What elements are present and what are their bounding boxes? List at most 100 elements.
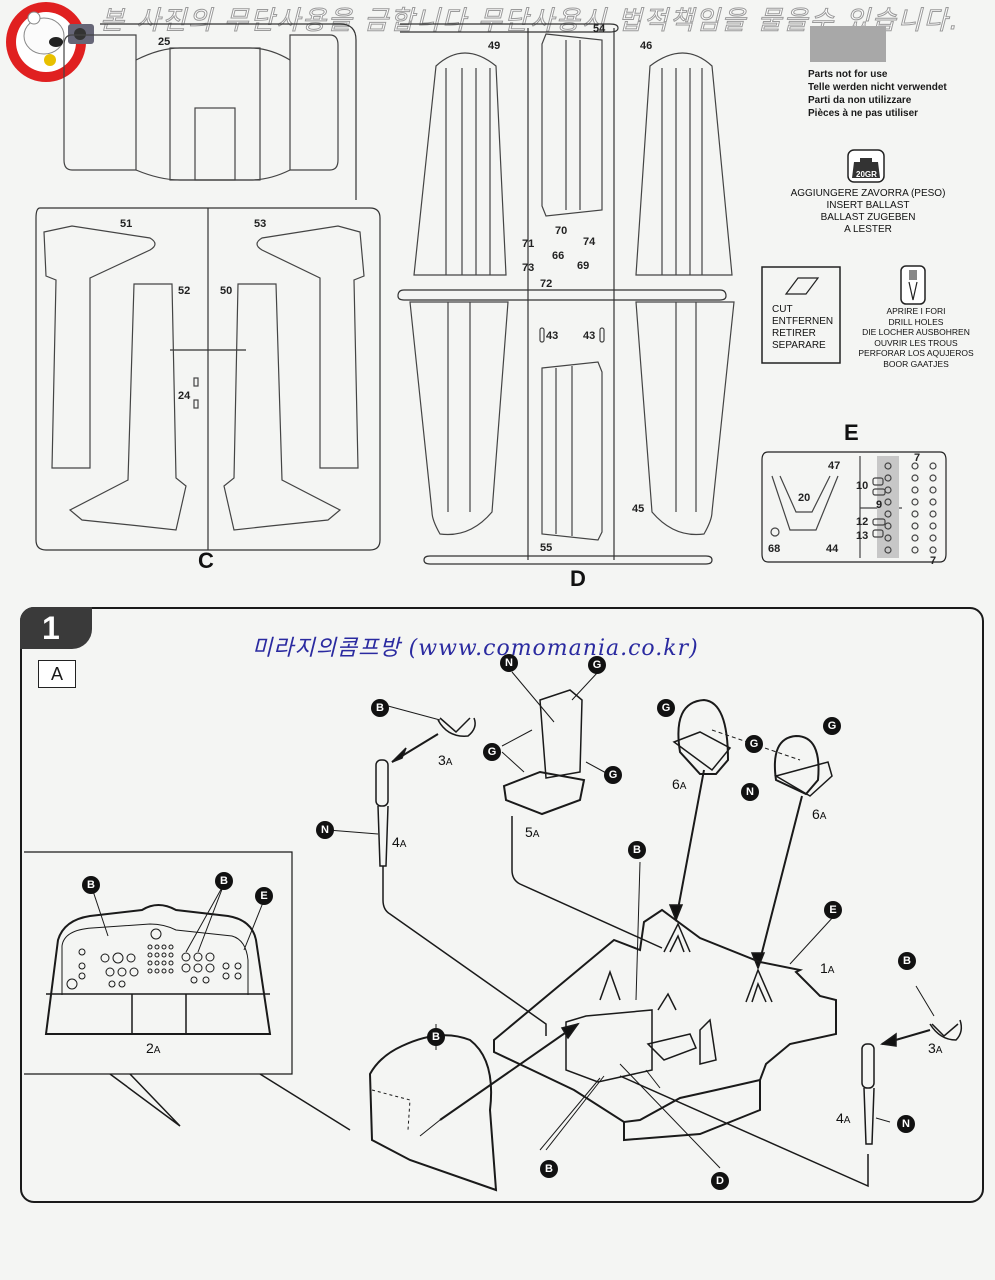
part-label-70: 70 [555, 225, 568, 237]
part-label-10: 10 [856, 480, 869, 492]
legend-line: BOOR GAATJES [883, 358, 949, 369]
part-55-bay-panel [541, 361, 603, 541]
color-callout-g: G [604, 766, 622, 784]
part-label-52: 52 [178, 285, 191, 297]
color-callout-b: B [371, 699, 389, 717]
part-label-50: 50 [220, 285, 233, 297]
cut-legend: CUT ENTFERNEN RETIRER SEPARARE [772, 304, 833, 352]
part-6a-seat-right [774, 734, 833, 797]
part-label-6a-left: 6A [672, 776, 687, 792]
drill-legend: APRIRE I FORI DRILL HOLES DIE LOCHER AUS… [848, 306, 984, 369]
part-label-4a-left: 4A [392, 834, 407, 850]
part-label-12: 12 [856, 516, 869, 528]
legend-line: OUVRIR LES TROUS [874, 337, 958, 348]
part-label-7-bottom: 7 [930, 555, 937, 567]
bear-mascot-icon [6, 2, 94, 82]
part-2a-installed-panel [368, 1034, 498, 1192]
color-callout-n: N [500, 654, 518, 672]
part-label-74: 74 [583, 236, 596, 248]
part-label-47: 47 [828, 460, 841, 472]
legend-line: BALLAST ZUGEBEN [820, 212, 916, 223]
color-callout-b: B [628, 841, 646, 859]
color-callout-e: E [824, 901, 842, 919]
part-3a-rudder-pedal-left [437, 717, 476, 737]
color-callout-g: G [745, 735, 763, 753]
part-label-49: 49 [488, 40, 501, 52]
legend-line: Parts not for use [808, 69, 888, 80]
part-label-4a-right: 4A [836, 1110, 851, 1126]
legend-line: APRIRE I FORI [886, 306, 946, 316]
part-20-canopy-frame [771, 475, 839, 531]
legend-line: DIE LOCHER AUSBOHREN [862, 327, 970, 337]
ballast-legend: AGGIUNGERE ZAVORRA (PESO) INSERT BALLAST… [786, 188, 950, 236]
part-label-46: 46 [640, 40, 653, 52]
part-label-45: 45 [632, 503, 645, 515]
part-50-elevator [223, 283, 342, 531]
color-callout-g: G [588, 656, 606, 674]
part-label-25: 25 [158, 36, 171, 48]
color-callout-e: E [255, 887, 273, 905]
cut-legend-box [761, 266, 841, 364]
part-label-3a-left: 3A [438, 752, 453, 768]
part-46-wing-upper [635, 52, 733, 276]
color-callout-n: N [897, 1115, 915, 1133]
color-callout-b: B [898, 952, 916, 970]
part-seat-frame [565, 969, 717, 1083]
part-label-1a: 1A [820, 960, 835, 976]
part-4a-control-stick-left [375, 759, 547, 1036]
not-for-use-swatch [810, 26, 886, 62]
part-24-small-pins [193, 377, 199, 409]
part-45-wing-lower-right [635, 301, 735, 536]
color-callout-b: B [540, 1160, 558, 1178]
part-53-horizontal-stabilizer [256, 225, 365, 469]
site-watermark-url: 미라지의콤프방 (www.comomania.co.kr) [252, 636, 699, 661]
legend-line: A LESTER [844, 224, 892, 235]
part-label-9: 9 [876, 499, 883, 511]
part-label-2a: 2A [146, 1040, 161, 1056]
legend-line: SEPARARE [772, 340, 826, 351]
legend-line: DRILL HOLES [888, 316, 944, 327]
part-52-elevator [68, 283, 187, 531]
part-label-43-left: 43 [546, 330, 559, 342]
part-label-55: 55 [540, 542, 553, 554]
part-label-43-right: 43 [583, 330, 596, 342]
part-label-24: 24 [178, 390, 191, 402]
legend-line: ENTFERNEN [772, 316, 834, 327]
part-label-3a-right: 3A [928, 1040, 943, 1056]
part-label-51: 51 [120, 218, 133, 230]
gauge-dials [66, 928, 242, 990]
part-label-13: 13 [856, 530, 869, 542]
step-number-badge: 1 [20, 607, 92, 649]
color-callout-n: N [741, 783, 759, 801]
sprue-letter-d: D [570, 566, 586, 591]
legend-line: INSERT BALLAST [826, 200, 910, 211]
step-1-panel [20, 607, 984, 1203]
color-callout-g: G [657, 699, 675, 717]
legend-line: RETIRER [772, 328, 816, 339]
part-label-72: 72 [540, 278, 553, 290]
part-3a-rudder-pedal-right [929, 1019, 963, 1041]
part-label-71: 71 [522, 238, 535, 250]
part-wing-lower-left [409, 301, 509, 536]
part-7-rivet-row [884, 462, 937, 554]
color-callout-g: G [483, 743, 501, 761]
sprue-frames [35, 23, 947, 565]
ballast-weight-label: 20GR [856, 170, 877, 179]
part-label-54: 54 [593, 23, 606, 35]
color-callout-b: B [82, 876, 100, 894]
part-label-69: 69 [577, 260, 590, 272]
color-callout-d: D [711, 1172, 729, 1190]
part-label-7-top: 7 [914, 452, 921, 464]
legend-line: Parti da non utilizzare [808, 95, 912, 106]
part-label-20: 20 [798, 492, 811, 504]
part-label-44: 44 [826, 543, 839, 555]
part-1a-cockpit-floor [493, 908, 837, 1142]
part-label-73: 73 [522, 262, 535, 274]
part-6a-seat-left [672, 698, 732, 775]
detail-inset-box [24, 851, 293, 1075]
part-label-68: 68 [768, 543, 781, 555]
color-callout-n: N [316, 821, 334, 839]
color-callout-g: G [823, 717, 841, 735]
part-49-wing-upper [413, 52, 507, 276]
